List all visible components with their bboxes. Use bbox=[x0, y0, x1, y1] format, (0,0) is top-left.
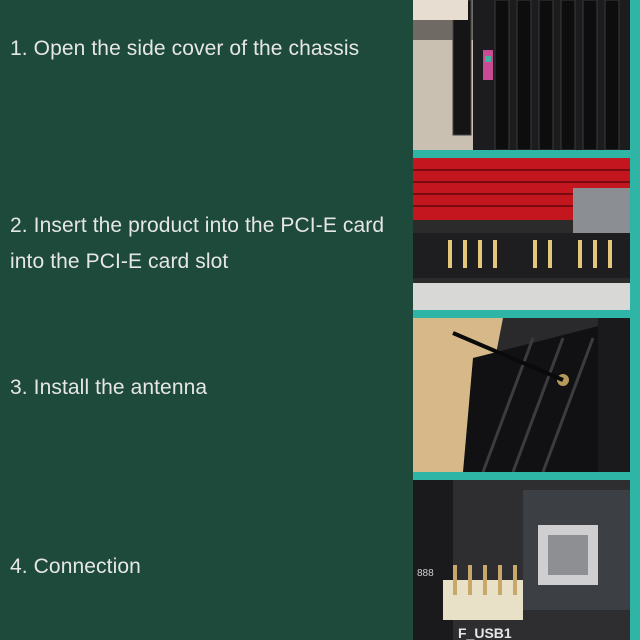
step-4-text: 4. Connection bbox=[10, 555, 141, 578]
pin-header-silkscreen-label: 888 bbox=[417, 568, 434, 579]
step-1-text: 1. Open the side cover of the chassis bbox=[10, 37, 360, 60]
antenna-install-photo bbox=[413, 318, 630, 472]
step-2-text: 2. Insert the product into the PCI-E car… bbox=[10, 214, 385, 273]
chassis-side-cover-photo bbox=[413, 0, 630, 150]
usb-header-silkscreen-label: F_USB1 bbox=[458, 625, 512, 640]
usb-header-connection-photo: F_USB1 888 bbox=[413, 480, 630, 640]
pcie-card-slot-photo bbox=[413, 158, 630, 310]
step-3-text: 3. Install the antenna bbox=[10, 376, 208, 399]
photo-column: F_USB1 888 bbox=[413, 0, 640, 640]
